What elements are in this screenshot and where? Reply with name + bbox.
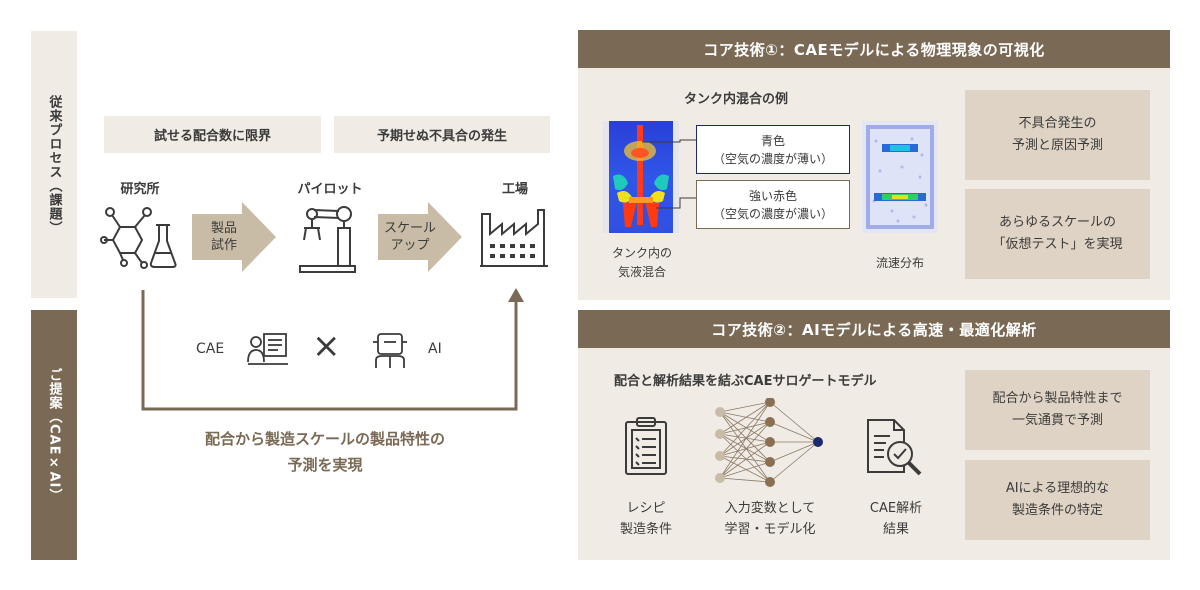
proposal-flow-arrow (141, 288, 524, 411)
caption-recipe: レシピ 製造条件 (619, 501, 672, 537)
core1-header: コア技術①：CAEモデルによる物理現象の可視化 (578, 30, 1170, 68)
proposal-label: ご提案（CAE×AI） (46, 367, 62, 503)
legend-red: 強い赤色 （空気の濃度が濃い） (696, 180, 850, 229)
legend-blue: 青色 （空気の濃度が薄い） (696, 125, 850, 174)
core1-subtitle: タンク内混合の例 (684, 92, 789, 107)
tank-mixing-simulation-image (603, 121, 679, 233)
cae-result-document-icon (867, 419, 922, 476)
factory-icon (480, 209, 548, 267)
scale-up-arrow (378, 202, 462, 272)
result-statement: 配合から製造スケールの製品特性の 予測を実現 (204, 430, 445, 474)
core1-benefit-virtual-test: あらゆるスケールの 「仮想テスト」を実現 (965, 189, 1150, 279)
ai-label: AI (428, 341, 442, 357)
stage-lab-label: 研究所 (120, 182, 160, 197)
recipe-clipboard-icon (625, 417, 667, 475)
times-symbol: × (312, 326, 341, 366)
stage-pilot-label: パイロット (297, 182, 363, 197)
issue-limited-formulations: 試せる配合数に限界 (104, 116, 321, 153)
legend-connector-lines (642, 139, 696, 209)
product-prototype-label: 製品試作 (210, 221, 237, 253)
conventional-process-label: 従来プロセス（課題） (46, 94, 62, 235)
core2-subtitle: 配合と解析結果を結ぶCAEサロゲートモデル (614, 374, 877, 389)
stage-factory-label: 工場 (501, 182, 528, 197)
core2-benefit-ideal-conditions: AIによる理想的な 製造条件の特定 (965, 460, 1150, 540)
core2-header: コア技術②：AIモデルによる高速・最適化解析 (578, 310, 1170, 348)
core1-benefit-defect-prediction: 不具合発生の 予測と原因予測 (965, 90, 1150, 180)
proposal-bar: ご提案（CAE×AI） (31, 310, 77, 560)
engineer-computer-icon (247, 333, 288, 365)
lab-molecule-flask-icon (100, 207, 177, 269)
caption-learning: 入力変数として 学習・モデル化 (724, 501, 816, 537)
caption-tank-mixing: タンク内の 気液混合 (611, 246, 672, 279)
pilot-robot-arm-icon (299, 206, 356, 273)
caption-velocity: 流速分布 (875, 256, 924, 270)
conventional-process-bar: 従来プロセス（課題） (31, 31, 77, 298)
core2-benefit-end-to-end: 配合から製品特性まで 一気通貫で予測 (965, 370, 1150, 450)
cae-label: CAE (196, 341, 225, 357)
scale-up-label: スケールアップ (383, 221, 436, 253)
issue-unexpected-defects: 予期せぬ不具合の発生 (334, 116, 550, 153)
neural-network-icon (715, 398, 823, 487)
ai-robot-icon (373, 333, 407, 368)
flow-velocity-simulation-image (862, 121, 938, 233)
product-prototype-arrow (192, 202, 276, 272)
caption-cae-result: CAE解析 結果 (869, 501, 923, 537)
